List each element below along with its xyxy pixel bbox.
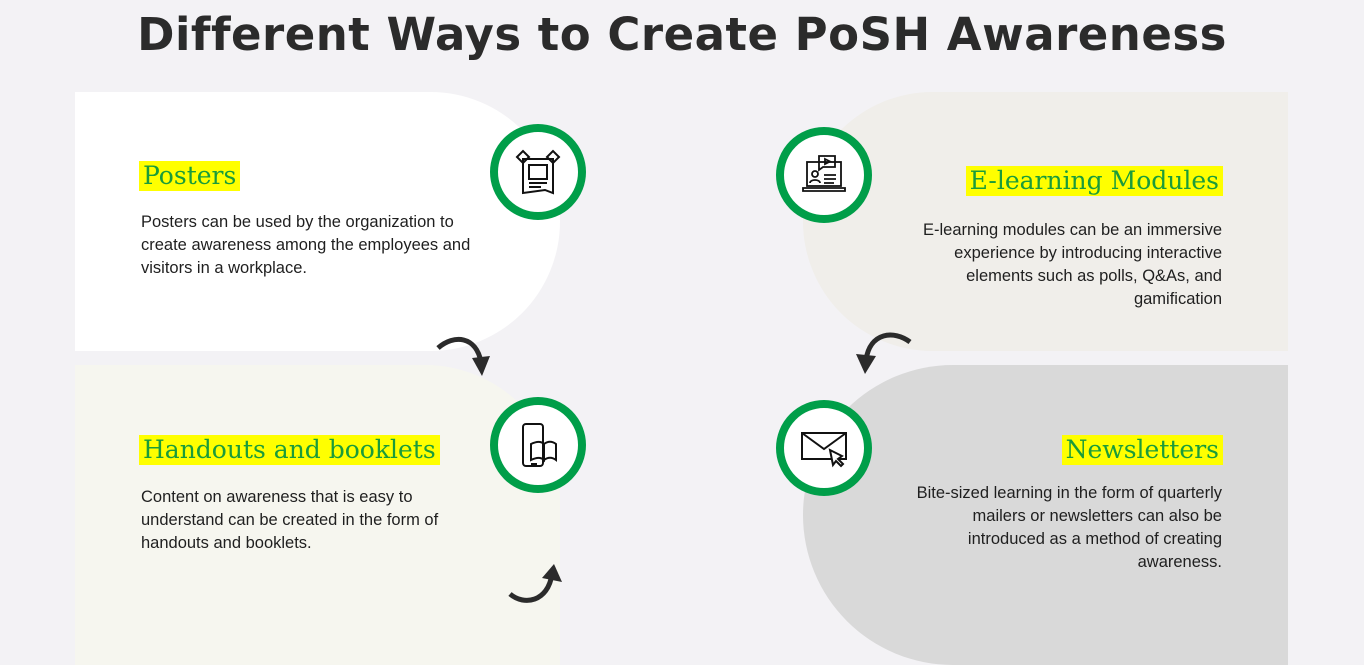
phone-book-icon	[522, 423, 557, 467]
card-handouts	[75, 365, 560, 665]
curved-arrow-up-icon	[508, 564, 562, 603]
elearning-text: E-learning modules can be an immersive e…	[923, 221, 1222, 308]
envelope-cursor-icon	[801, 432, 847, 468]
elearning-icon-circle	[776, 127, 872, 223]
newsletters-heading: Newsletters	[1061, 435, 1223, 465]
laptop-video-icon	[802, 155, 846, 192]
curved-arrow-down-icon	[436, 337, 490, 376]
handouts-icon-circle	[490, 397, 586, 493]
poster-icon	[515, 149, 561, 195]
card-posters	[75, 92, 560, 351]
poster-icon-circle	[490, 124, 586, 220]
card-newsletters	[803, 365, 1288, 665]
handouts-text: Content on awareness that is easy to und…	[141, 488, 439, 552]
elearning-heading: E-learning Modules	[965, 166, 1223, 196]
handouts-heading: Handouts and booklets	[139, 435, 440, 465]
curved-arrow-down-left-icon	[856, 332, 912, 374]
posters-text: Posters can be used by the organization …	[141, 213, 471, 277]
posters-heading: Posters	[139, 161, 241, 191]
card-elearning	[803, 92, 1288, 351]
newsletters-icon-circle	[776, 400, 872, 496]
page-title: Different Ways to Create PoSH Awareness	[137, 8, 1227, 61]
newsletters-text: Bite-sized learning in the form of quart…	[916, 484, 1222, 571]
